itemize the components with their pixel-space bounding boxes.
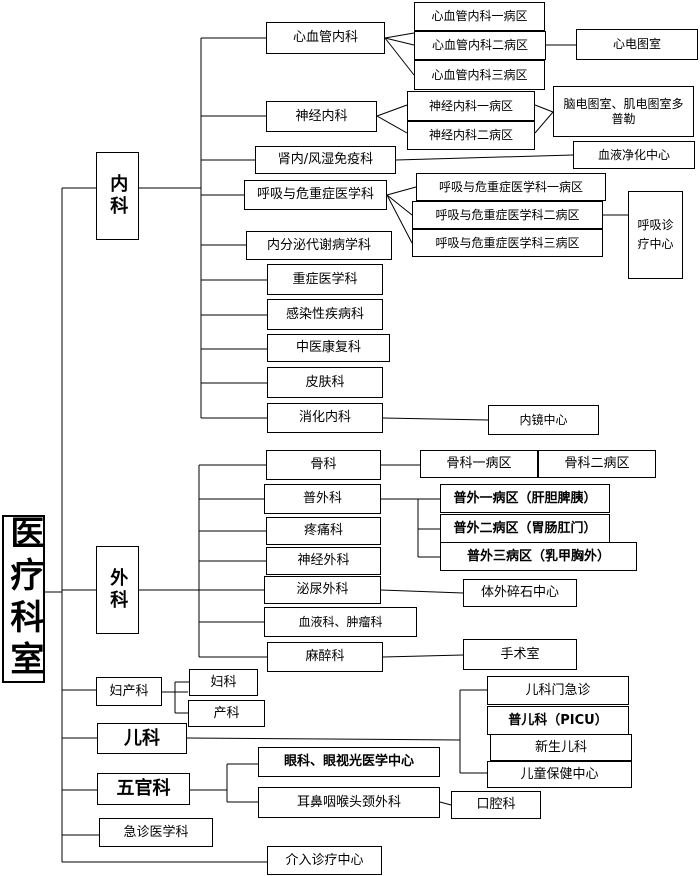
otolaryngology-head-neck: 耳鼻咽喉头颈外科 <box>258 787 440 818</box>
cardiology-ward-1: 心血管内科一病区 <box>414 2 545 31</box>
obstetrics-gynecology: 妇产科 <box>96 677 162 706</box>
endoscopy-center: 内镜中心 <box>488 405 599 435</box>
root-hospital-departments: 医疗科室 <box>2 515 45 683</box>
respiratory-ward-3: 呼吸与危重症医学科三病区 <box>412 229 603 257</box>
orthopedics-ward-2: 骨科二病区 <box>538 450 656 478</box>
gynecology: 妇科 <box>189 669 258 696</box>
ecg-room: 心电图室 <box>576 29 698 60</box>
neurology: 神经内科 <box>266 101 377 132</box>
respiratory-diagnosis-center: 呼吸诊疗中心 <box>628 191 683 279</box>
neonatology: 新生儿科 <box>490 734 632 761</box>
internal-medicine: 内科 <box>96 152 139 240</box>
pediatric-emergency: 儿科门急诊 <box>487 676 629 705</box>
orthopedics-ward-1: 骨科一病区 <box>420 450 538 478</box>
respiratory-critical-care: 呼吸与危重症医学科 <box>244 180 387 210</box>
anesthesiology: 麻醉科 <box>267 642 383 672</box>
endocrinology: 内分泌代谢病学科 <box>246 231 392 260</box>
ophthalmology-optometry-center: 眼科、眼视光医学中心 <box>258 747 440 777</box>
obstetrics: 产科 <box>188 700 265 727</box>
gastroenterology: 消化内科 <box>267 403 383 433</box>
ent-ophthalmology-dept: 五官科 <box>97 773 190 805</box>
general-surgery-ward-2: 普外二病区（胃肠肛门） <box>440 514 610 543</box>
cardiology-ward-2: 心血管内科二病区 <box>414 31 546 60</box>
neurosurgery: 神经外科 <box>266 547 381 575</box>
pediatrics: 儿科 <box>97 723 187 754</box>
neurology-ward-1: 神经内科一病区 <box>407 91 535 121</box>
cardiology: 心血管内科 <box>266 22 385 54</box>
infectious-diseases: 感染性疾病科 <box>267 299 383 330</box>
hematology-oncology: 血液科、肿瘤科 <box>264 607 417 637</box>
nephrology-rheumatology: 肾内/风湿免疫科 <box>255 146 396 174</box>
blood-purification-center: 血液净化中心 <box>573 141 695 169</box>
respiratory-ward-1: 呼吸与危重症医学科一病区 <box>416 173 606 201</box>
pain-medicine: 疼痛科 <box>266 517 381 545</box>
cardiology-ward-3: 心血管内科三病区 <box>414 60 545 90</box>
stomatology: 口腔科 <box>451 791 541 819</box>
lithotripsy-center: 体外碎石中心 <box>463 579 577 607</box>
urology: 泌尿外科 <box>264 576 381 604</box>
respiratory-ward-2: 呼吸与危重症医学科二病区 <box>412 201 603 229</box>
operating-room: 手术室 <box>463 639 577 670</box>
critical-care-medicine: 重症医学科 <box>267 264 383 295</box>
tcm-rehabilitation: 中医康复科 <box>267 334 390 362</box>
general-surgery-ward-1: 普外一病区（肝胆脾胰） <box>440 484 610 513</box>
general-surgery-ward-3: 普外三病区（乳甲胸外） <box>440 542 637 571</box>
child-health-center: 儿童保健中心 <box>487 761 632 788</box>
eeg-emg-doppler-room: 脑电图室、肌电图室多普勒 <box>553 86 694 137</box>
general-pediatrics-picu: 普儿科（PICU） <box>487 706 629 735</box>
neurology-ward-2: 神经内科二病区 <box>407 121 535 150</box>
orthopedics: 骨科 <box>266 450 381 480</box>
general-surgery: 普外科 <box>264 484 381 514</box>
interventional-center: 介入诊疗中心 <box>267 846 382 875</box>
dermatology: 皮肤科 <box>267 367 383 398</box>
emergency-medicine: 急诊医学科 <box>99 818 213 847</box>
surgery: 外科 <box>96 546 139 634</box>
